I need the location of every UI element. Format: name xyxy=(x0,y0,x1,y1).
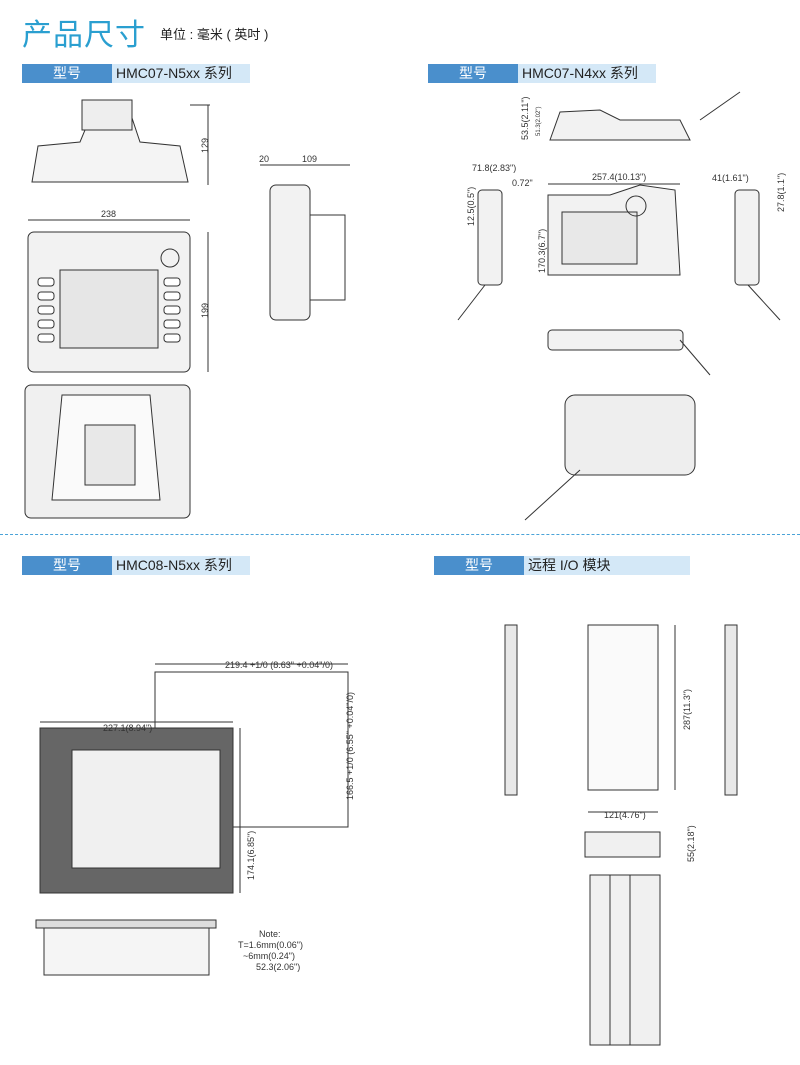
note-thickness-max: ~6mm(0.24") xyxy=(243,951,295,961)
dim-n5-height: 199 xyxy=(200,302,210,318)
dim-n4-right-height: 27.8(1.1") xyxy=(776,172,786,212)
unit-label: 单位 : 毫米 ( 英吋 ) xyxy=(160,27,269,42)
io-side-left xyxy=(504,624,518,796)
hmc07-n4-back-view xyxy=(524,394,696,521)
dim-n5-width: 238 xyxy=(101,209,117,219)
dim-n8-height: 174.1(6.85") xyxy=(246,830,256,880)
dim-n8-cutout-height: 166.5 +1/0 (6.55" +0.04"/0) xyxy=(345,692,355,800)
dim-io-height: 287(11.3") xyxy=(682,688,692,730)
hmc08-bottom-view xyxy=(35,919,217,976)
dim-n5-side-b: 109 xyxy=(302,154,318,164)
dim-n8-width: 227.1(8.94") xyxy=(103,723,153,733)
hmc07-n5-top-view xyxy=(31,99,210,185)
note-label: Note: xyxy=(259,929,281,939)
hmc07-n4-front-view xyxy=(547,183,681,276)
dim-n8-depth: 52.3(2.06") xyxy=(256,962,301,972)
dim-n4-right-width: 41(1.61") xyxy=(712,173,749,183)
hmc07-n5-side-view xyxy=(260,164,350,321)
hmc07-n5-front-view xyxy=(27,219,209,373)
dim-io-width: 121(4.76") xyxy=(604,810,646,820)
hmc07-n4-side-views xyxy=(457,189,781,321)
hmc08-front-view xyxy=(39,721,241,894)
model-value: HMC08-N5xx 系列 xyxy=(112,556,250,575)
model-value: HMC07-N5xx 系列 xyxy=(112,64,250,83)
model-value: 远程 I/O 模块 xyxy=(524,556,690,575)
io-housing-view xyxy=(589,874,661,1046)
dim-n4-side-offset: 0.72" xyxy=(512,178,533,188)
dim-n5-side-a: 20 xyxy=(259,154,270,164)
page-title: 产品尺寸 xyxy=(22,19,146,52)
model-key: 型号 xyxy=(22,556,112,575)
dim-io-depth: 55(2.18") xyxy=(686,825,696,862)
hmc07-n5-buttons xyxy=(37,277,181,343)
dim-n4-width: 257.4(10.13") xyxy=(592,172,647,182)
model-key: 型号 xyxy=(434,556,524,575)
dim-n5-top-height: 129 xyxy=(200,137,210,153)
dim-n4-side-width: 71.8(2.83") xyxy=(472,163,517,173)
section-header-remote-io: 型号远程 I/O 模块 xyxy=(434,556,690,575)
model-value: HMC07-N4xx 系列 xyxy=(518,64,656,83)
hmc07-n4-bottom-view xyxy=(547,329,711,376)
dim-n4-side-height: 12.5(0.5") xyxy=(466,186,476,226)
model-key: 型号 xyxy=(22,64,112,83)
dim-n4-top-height: 53.5(2.11") xyxy=(520,96,530,140)
dim-n4-height: 170.3(6.7") xyxy=(537,228,547,273)
dim-n8-cutout-width: 219.4 +1/0 (8.63" +0.04"/0) xyxy=(225,660,333,670)
note-thickness: T=1.6mm(0.06") xyxy=(238,940,303,950)
hmc07-n5-back-view xyxy=(24,384,191,519)
io-side-right xyxy=(724,624,738,796)
io-end-view xyxy=(584,831,661,858)
model-key: 型号 xyxy=(428,64,518,83)
io-front-view xyxy=(587,624,676,813)
dim-n4-top-inner: 51.3(2.02") xyxy=(536,106,542,136)
section-divider xyxy=(0,534,800,535)
hmc07-n4-top-view xyxy=(549,91,741,141)
